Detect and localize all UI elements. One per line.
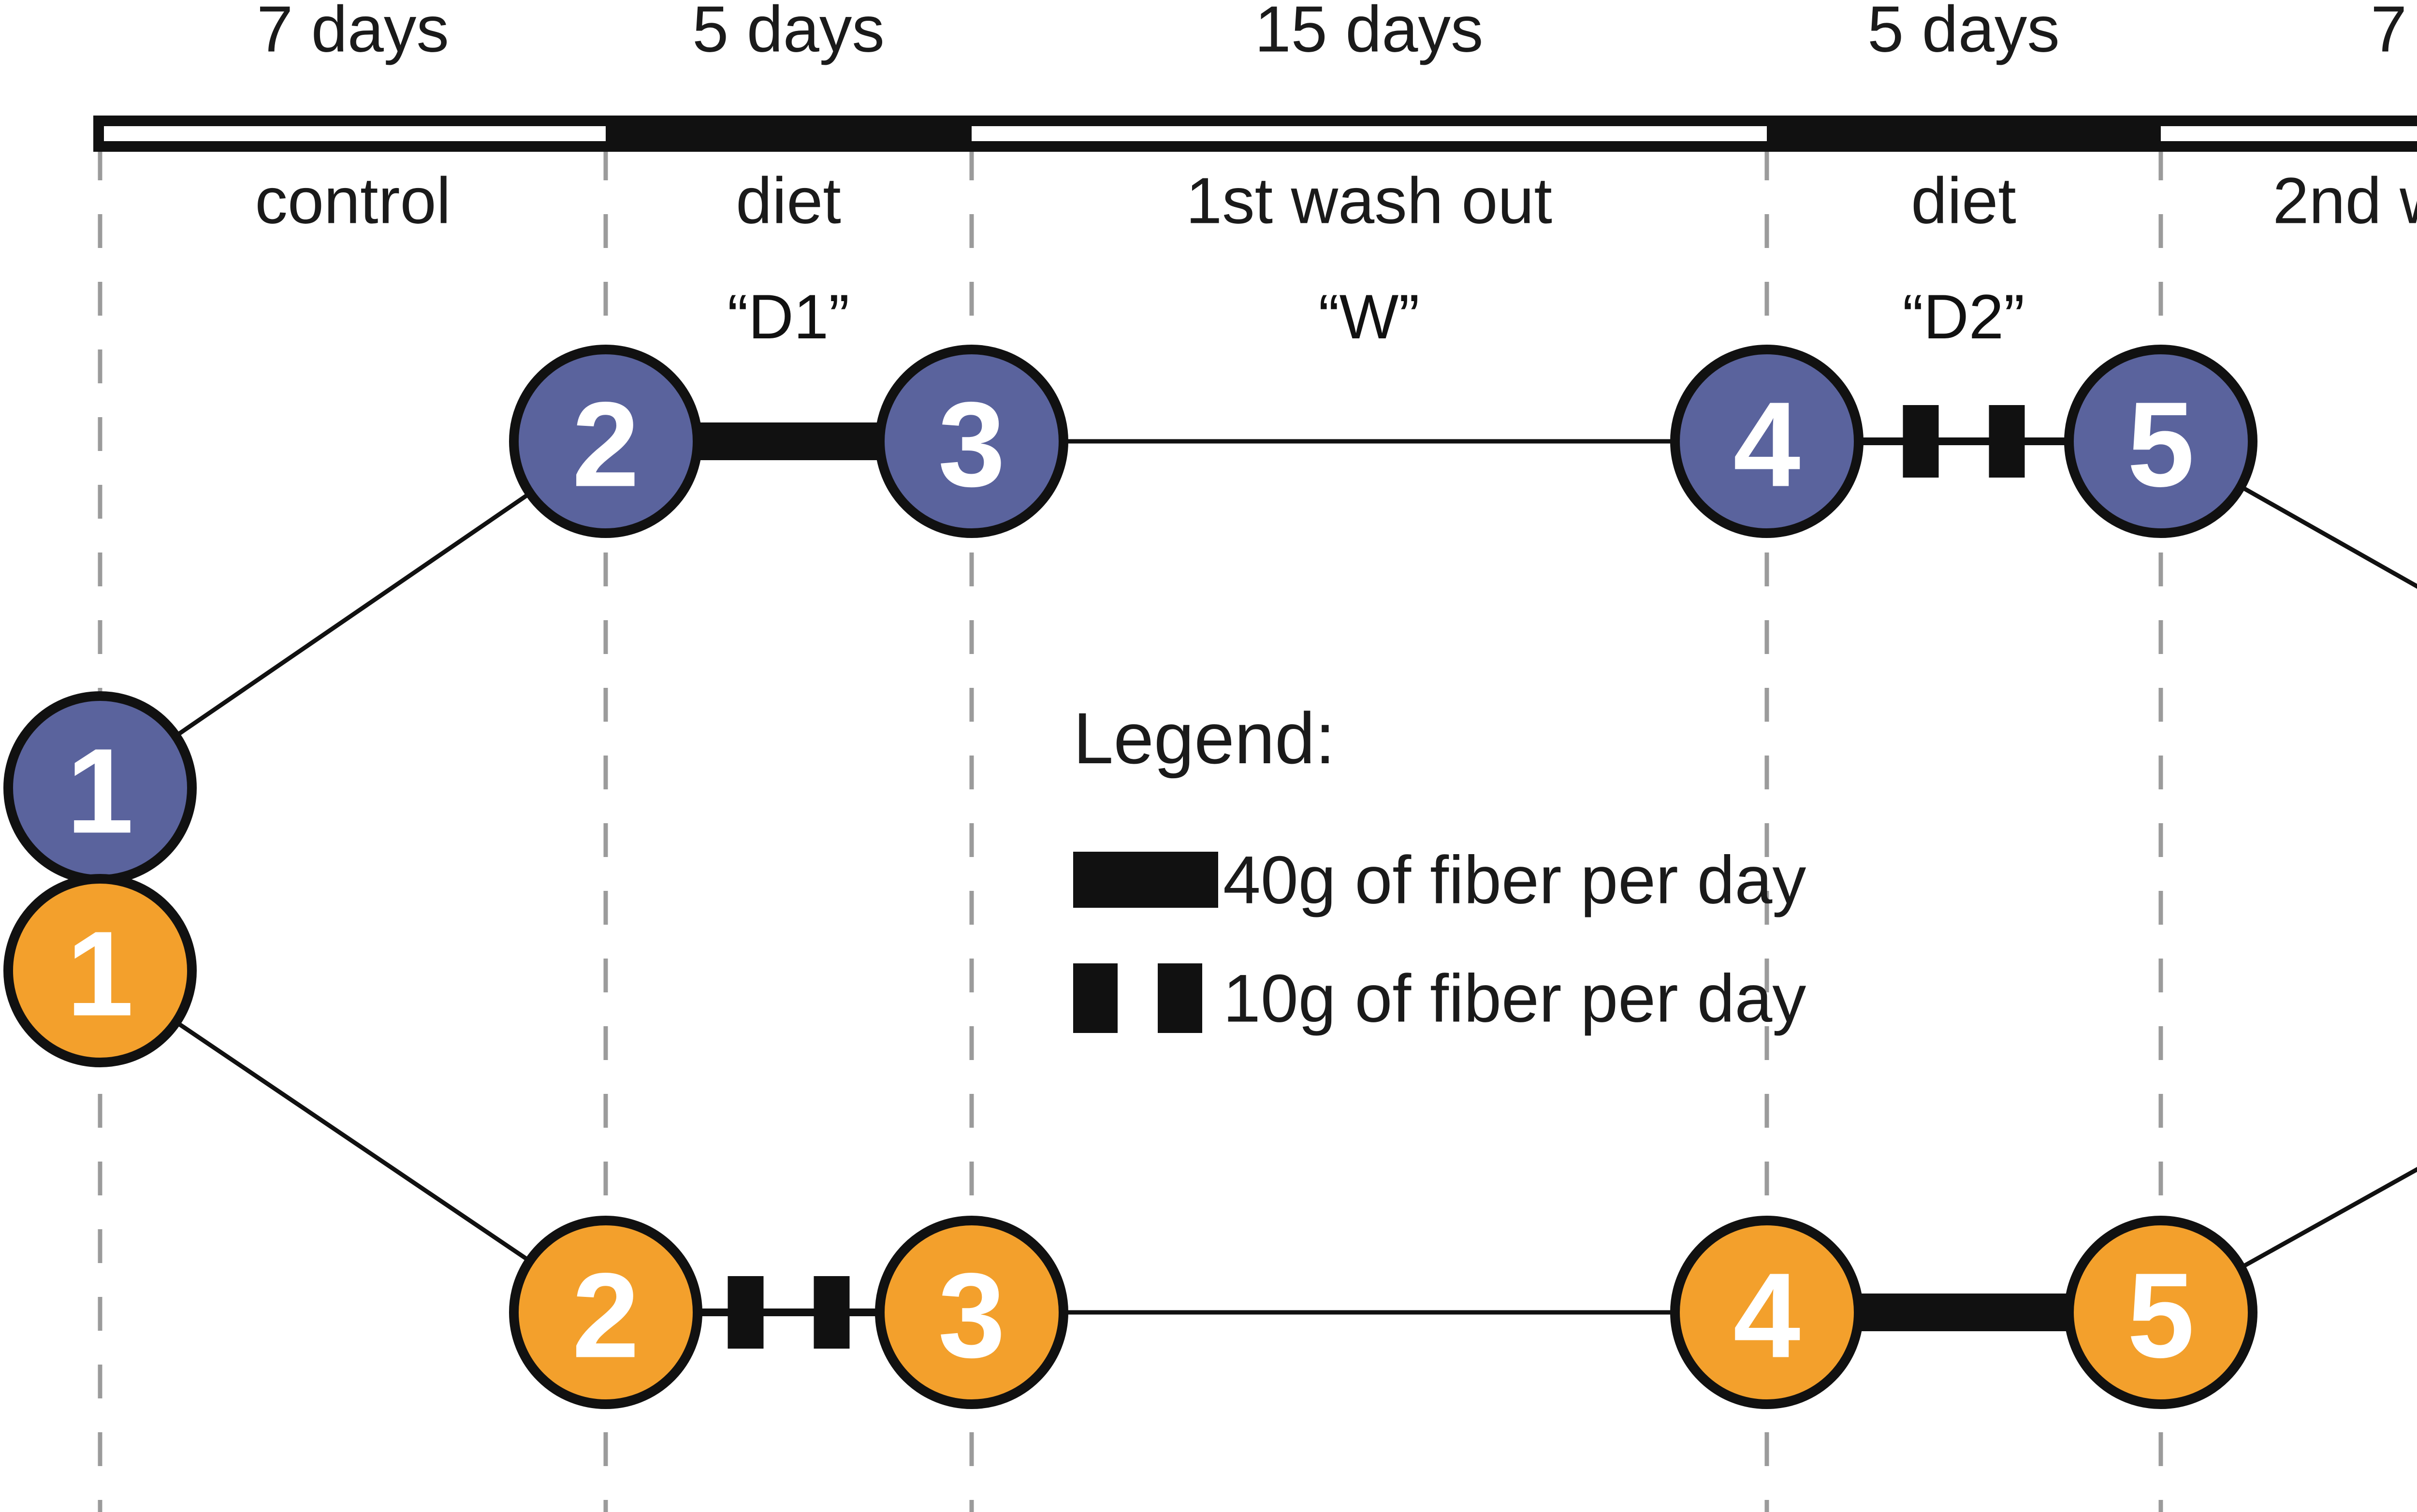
phase-label-4: diet bbox=[1911, 164, 2016, 237]
group-nodes-layer: 123456123456 bbox=[3, 345, 2257, 1409]
node-circle bbox=[875, 345, 1068, 538]
node-label: 1 bbox=[66, 906, 133, 1041]
node-label: 2 bbox=[572, 377, 639, 512]
duration-label-2: 5 days bbox=[692, 0, 885, 66]
timeline-diet-block-4 bbox=[1767, 116, 2161, 152]
node-circle bbox=[3, 874, 197, 1067]
link-group-b-orange-1-2 bbox=[169, 1016, 537, 1267]
node-group-a-blue-2[interactable]: 2 bbox=[509, 345, 702, 538]
link-group-a-blue-5-6 bbox=[2233, 481, 2417, 589]
node-label: 5 bbox=[2127, 1248, 2194, 1383]
phase-code-2: “W” bbox=[1318, 281, 1419, 352]
node-circle bbox=[509, 345, 702, 538]
phase-label-2: diet bbox=[736, 164, 841, 237]
node-group-b-orange-1[interactable]: 1 bbox=[3, 874, 197, 1067]
node-group-a-blue-5[interactable]: 5 bbox=[2064, 345, 2257, 538]
node-label: 3 bbox=[938, 1248, 1005, 1383]
node-group-a-blue-4[interactable]: 4 bbox=[1670, 345, 1864, 538]
node-circle bbox=[2064, 1216, 2257, 1409]
link-group-b-orange-2-3-block-2 bbox=[814, 1276, 850, 1349]
legend-title: Legend: bbox=[1073, 698, 1335, 779]
link-group-a-blue-4-5-block-2 bbox=[1989, 405, 2025, 478]
duration-label-3: 15 days bbox=[1255, 0, 1484, 66]
link-group-b-orange-5-6 bbox=[2234, 1167, 2417, 1273]
node-circle bbox=[875, 1216, 1068, 1409]
phase-code-3: “D2” bbox=[1903, 281, 2025, 352]
node-group-a-blue-1[interactable]: 1 bbox=[3, 691, 197, 885]
legend-label-2: 10g of fiber per day bbox=[1223, 960, 1806, 1036]
legend-label-1: 40g of fiber per day bbox=[1223, 842, 1806, 918]
node-group-b-orange-4[interactable]: 4 bbox=[1670, 1216, 1864, 1409]
legend: Legend: 40g of fiber per day 10g of fiber … bbox=[1073, 698, 1806, 1036]
node-circle bbox=[2064, 345, 2257, 538]
link-group-b-orange-4-5 bbox=[1844, 1294, 2083, 1331]
phase-label-1: control bbox=[255, 164, 451, 237]
group-links-layer bbox=[169, 405, 2417, 1349]
duration-label-4: 5 days bbox=[1867, 0, 2060, 66]
node-label: 1 bbox=[66, 724, 133, 858]
legend-swatch-dotted-square-1 bbox=[1073, 963, 1118, 1033]
phase-code-row: “D1” “W” “D2” bbox=[728, 281, 2025, 352]
link-group-a-blue-1-2 bbox=[169, 487, 537, 742]
node-circle bbox=[1670, 1216, 1864, 1409]
link-group-a-blue-4-5-block-1 bbox=[1903, 405, 1939, 478]
duration-label-5: 7 days bbox=[2371, 0, 2417, 66]
duration-label-row: 7 days 5 days 15 days 5 days 7 days bbox=[257, 0, 2417, 66]
link-group-b-orange-2-3-block-1 bbox=[728, 1276, 764, 1349]
duration-label-1: 7 days bbox=[257, 0, 449, 66]
node-label: 5 bbox=[2127, 377, 2194, 512]
phase-label-row: control diet 1st wash out diet 2nd wash out bbox=[255, 164, 2417, 237]
node-label: 4 bbox=[1733, 1248, 1800, 1383]
node-label: 3 bbox=[938, 377, 1005, 512]
node-circle bbox=[509, 1216, 702, 1409]
node-group-a-blue-3[interactable]: 3 bbox=[875, 345, 1068, 538]
phase-code-1: “D1” bbox=[728, 281, 850, 352]
legend-swatch-dotted-square-2 bbox=[1158, 963, 1202, 1033]
phase-label-5: 2nd wash out bbox=[2272, 164, 2417, 237]
legend-swatch-solid-bar bbox=[1073, 852, 1218, 908]
node-circle bbox=[1670, 345, 1864, 538]
node-group-b-orange-2[interactable]: 2 bbox=[509, 1216, 702, 1409]
node-label: 2 bbox=[572, 1248, 639, 1383]
node-group-b-orange-3[interactable]: 3 bbox=[875, 1216, 1068, 1409]
timeline-bar bbox=[93, 116, 2417, 152]
node-group-b-orange-5[interactable]: 5 bbox=[2064, 1216, 2257, 1409]
node-label: 4 bbox=[1733, 377, 1800, 512]
phase-label-3: 1st wash out bbox=[1186, 164, 1552, 237]
link-group-a-blue-2-3 bbox=[683, 422, 894, 460]
timeline-diet-block-2 bbox=[606, 116, 972, 152]
